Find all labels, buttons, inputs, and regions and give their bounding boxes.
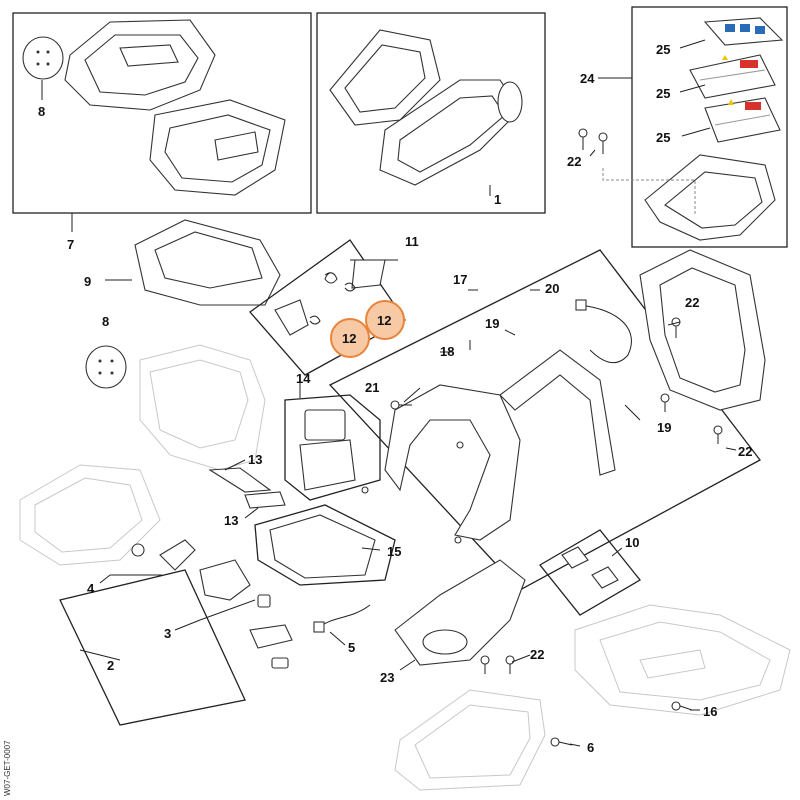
callout-19-lower: 19 [657,420,671,435]
callout-20: 20 [545,281,559,296]
rear-handle-frame [639,249,766,411]
callout-13-upper: 13 [248,452,262,467]
decal-kit-box [631,6,788,248]
callout-21: 21 [365,380,379,395]
handle-housing-box [316,12,546,214]
ghost-housing-right [574,604,791,716]
screw-dash-guide [602,168,696,215]
callout-22-top: 22 [567,154,581,169]
callout-18: 18 [440,344,454,359]
callout-3: 3 [164,626,171,641]
side-cover-part [134,219,281,306]
callouts: 1 2 3 4 5 6 7 8 8 9 10 11 12 12 13 13 14… [38,42,752,755]
decal-sticker-3 [704,97,781,143]
callout-12-highlight-a: 12 [365,300,405,340]
callout-12a: 12 [377,313,391,328]
decal-disc-mid [85,345,127,389]
ghost-housing-left [19,344,266,566]
lever-13-upper [208,467,272,493]
switch-part [299,409,356,491]
callout-8-top: 8 [38,104,45,119]
decal-sticker-2 [689,54,776,99]
callout-14: 14 [296,371,311,386]
callout-22-right: 22 [685,295,699,310]
callout-12b: 12 [342,331,356,346]
callout-1: 1 [494,192,501,207]
callout-17: 17 [453,272,467,287]
callout-10: 10 [625,535,639,550]
front-handle-part [384,349,616,541]
cover-part [644,154,776,241]
callout-25-c: 25 [656,130,670,145]
decal-sticker-1 [703,17,784,46]
callout-24: 24 [580,71,595,86]
decal-disc-top [22,36,64,80]
callout-8-mid: 8 [102,314,109,329]
trigger-frame-2 [59,569,246,726]
cable-20 [575,299,632,364]
leader-lines [41,39,737,747]
callout-22-bottom: 22 [530,647,544,662]
callout-2: 2 [107,658,114,673]
pads-part [561,546,619,589]
callout-11: 11 [405,234,419,249]
callout-22-lower: 22 [738,444,752,459]
housing-shell-lower [149,99,286,196]
callout-5: 5 [348,640,355,655]
callout-6: 6 [587,740,594,755]
spring-parts [274,259,386,336]
carrier-box [254,504,396,586]
callout-4: 4 [87,581,95,596]
callout-7: 7 [67,237,74,252]
trigger-4 [131,539,196,571]
callout-13-lower: 13 [224,513,238,528]
trigger-3 [199,559,271,608]
callout-15: 15 [387,544,401,559]
callout-9: 9 [84,274,91,289]
ghost-housing-bottom [394,689,546,791]
callout-25-a: 25 [656,42,670,57]
document-id: W07-GET-0007 [3,740,12,796]
lever-13-lower [244,491,286,509]
switch-box [284,394,381,501]
screws [361,128,723,747]
carrier-part-15 [269,514,376,579]
housing-shells-box [12,12,312,214]
callout-25-b: 25 [656,86,670,101]
callout-16: 16 [703,704,717,719]
callout-12-highlight-b: 12 [330,318,370,358]
callout-19-upper: 19 [485,316,499,331]
part-2-spring [249,624,293,669]
pads-box [539,529,641,616]
housing-shell-upper [64,19,216,111]
cable-5 [313,604,371,633]
handle-housing-part [329,29,523,186]
front-handle-box [328,249,761,591]
base-tray-23 [394,559,526,666]
callout-23: 23 [380,670,394,685]
